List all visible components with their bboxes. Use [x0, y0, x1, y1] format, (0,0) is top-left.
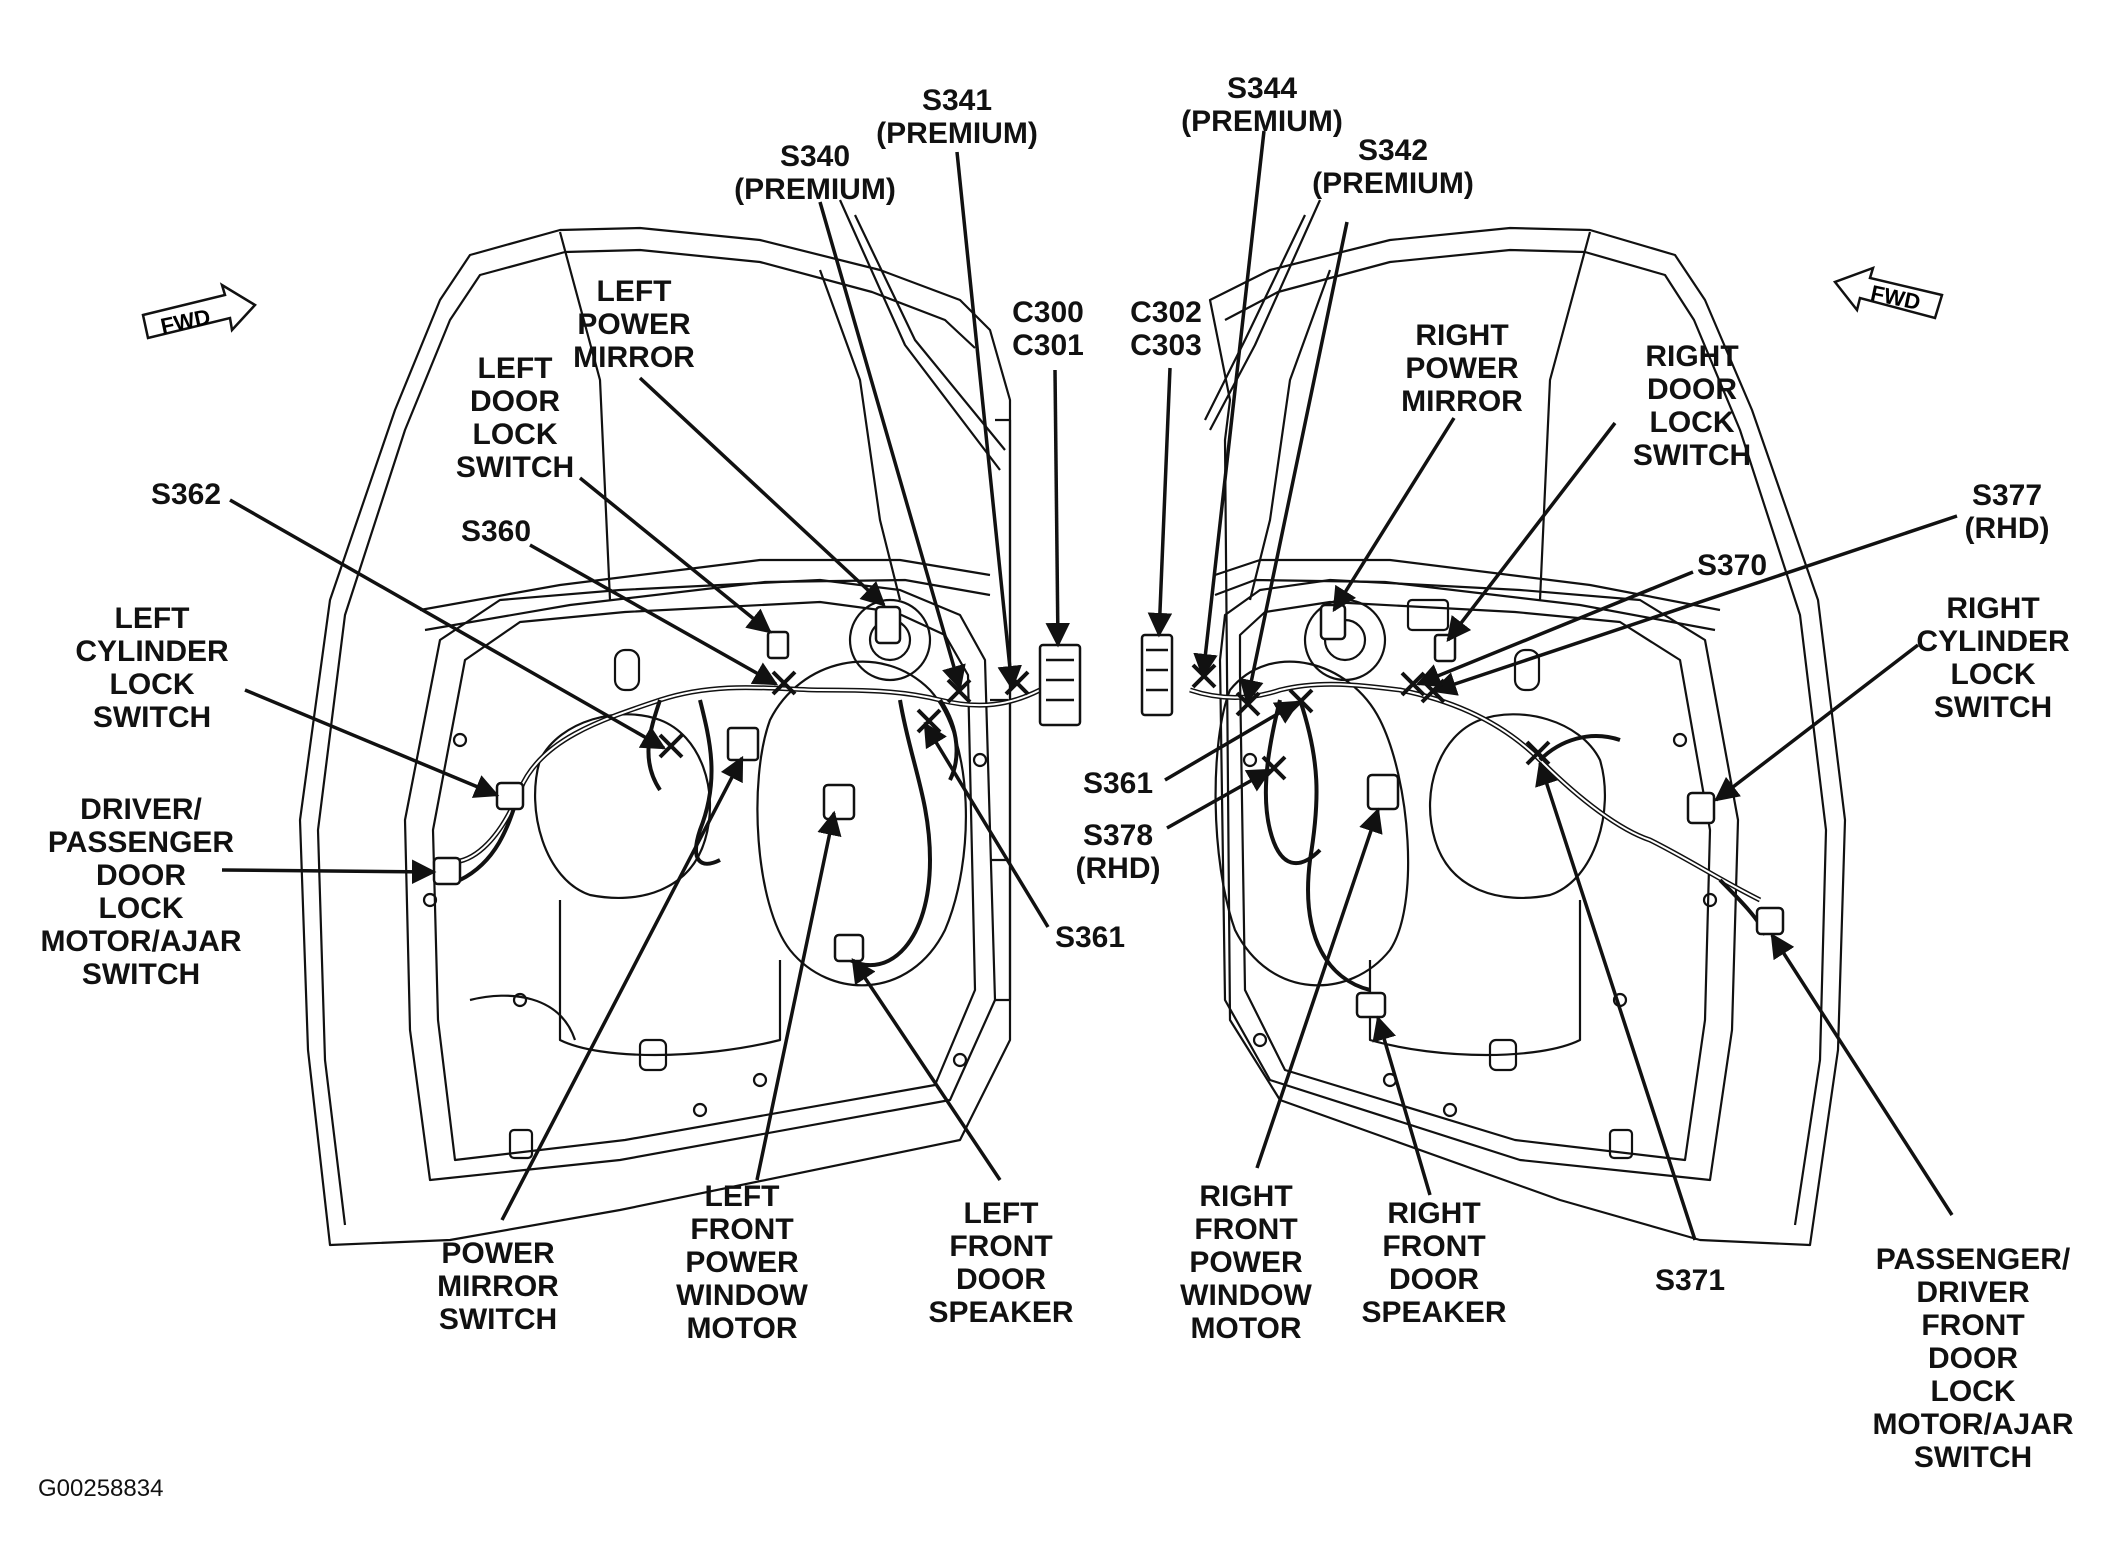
- label-s342: S342(PREMIUM): [1312, 134, 1474, 200]
- label-s362: S362: [150, 478, 222, 511]
- right-window-motor-connector: [1366, 773, 1400, 811]
- left-splice-marks: [658, 670, 1030, 759]
- svg-text:FWD: FWD: [1868, 280, 1922, 315]
- right-power-mirror-connector: [1319, 603, 1347, 641]
- left-window-motor-connector: [822, 783, 856, 821]
- right-wiring-harness: [1189, 681, 1767, 992]
- left-cylinder-lock-switch-connector: [495, 781, 525, 811]
- label-s340: S340(PREMIUM): [734, 140, 896, 206]
- label-s370: S370: [1696, 549, 1768, 582]
- leader-lines: [221, 130, 1958, 1241]
- label-s361-left: S361: [1054, 921, 1126, 954]
- fwd-arrow-right: FWD: [1832, 265, 1944, 320]
- s371-splice: [1525, 740, 1551, 766]
- right-cylinder-lock-switch-connector: [1686, 791, 1716, 825]
- left-door-lock-switch-connector: [766, 630, 790, 660]
- label-s378: S378(RHD): [1075, 819, 1161, 885]
- passenger-door-lock-motor-connector: [1755, 906, 1785, 936]
- fwd-arrow-left: FWD: [141, 282, 257, 340]
- right-door-lock-switch-connector: [1433, 633, 1457, 663]
- power-mirror-switch-connector: [726, 726, 760, 762]
- left-power-mirror-connector: [874, 605, 902, 645]
- right-components: [1140, 603, 1785, 1019]
- figure-id: G00258834: [38, 1475, 164, 1502]
- label-s377: S377(RHD): [1964, 479, 2050, 545]
- left-components: [432, 605, 1082, 963]
- right-speaker-connector: [1355, 991, 1387, 1019]
- right-splice-marks: [1191, 663, 1551, 781]
- label-s344: S344(PREMIUM): [1181, 72, 1343, 138]
- label-s360: S360: [460, 515, 532, 548]
- label-s341: S341(PREMIUM): [876, 84, 1038, 150]
- label-s371: S371: [1654, 1264, 1726, 1297]
- c300-c301-connector: [1038, 643, 1082, 727]
- left-speaker-connector: [833, 933, 865, 963]
- driver-door-lock-motor-connector: [432, 856, 462, 886]
- label-s361-right: S361: [1082, 767, 1154, 800]
- c302-c303-connector: [1140, 633, 1174, 717]
